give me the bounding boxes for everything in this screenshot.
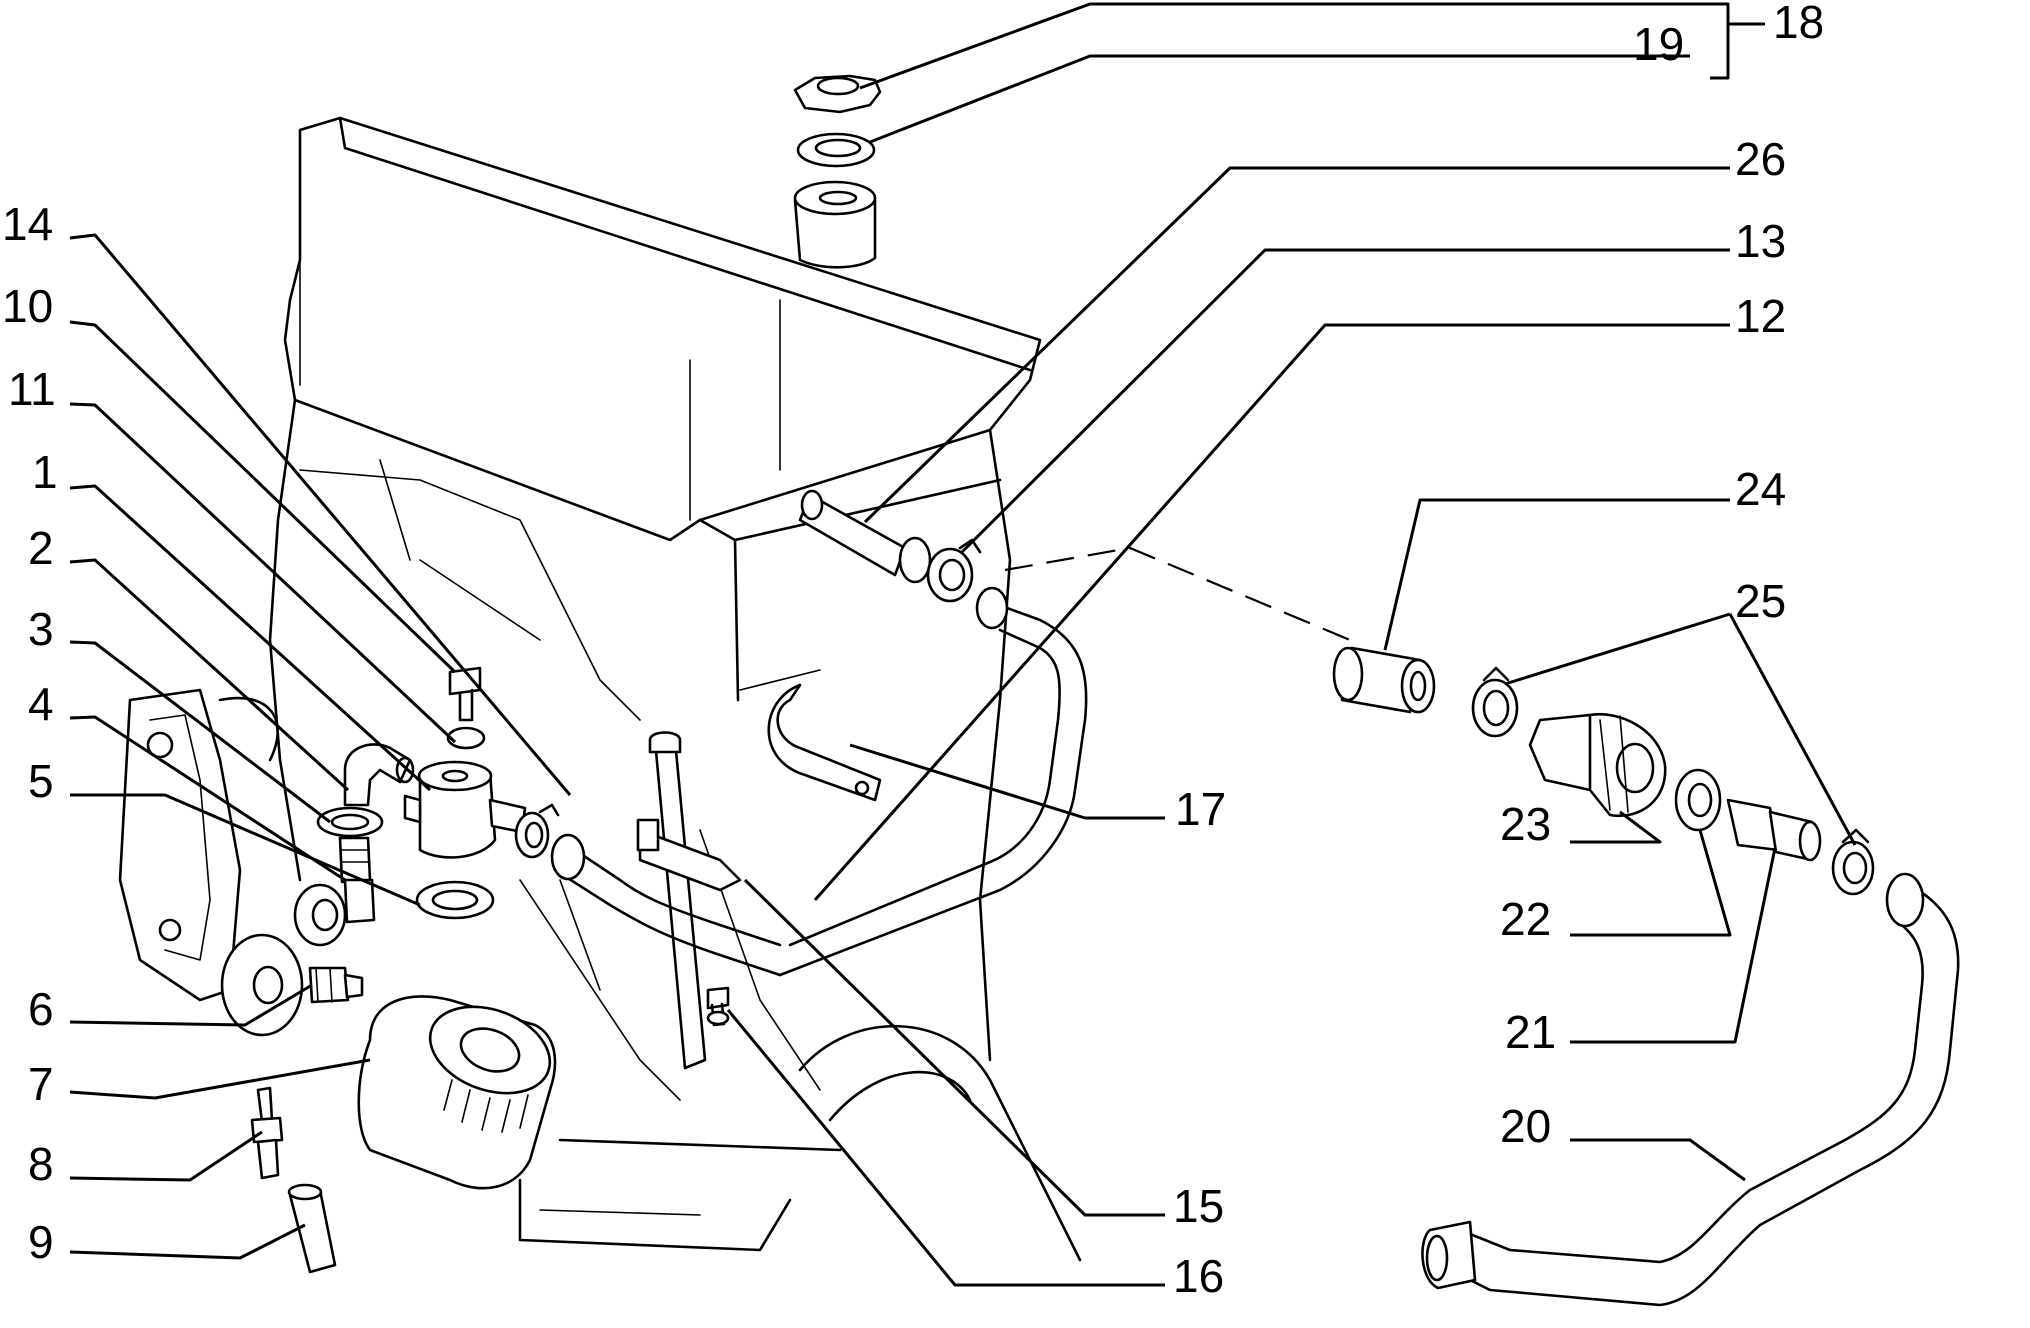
leader-9 bbox=[69, 1223, 306, 1260]
leader-11 bbox=[69, 402, 457, 744]
label-part-19: 19 bbox=[1633, 18, 1684, 70]
leader-6 bbox=[69, 983, 313, 1027]
hose-clamp-14 bbox=[514, 803, 560, 859]
union-fitting-4 bbox=[338, 836, 376, 924]
oil-filler-neck bbox=[793, 180, 877, 269]
label-part-21: 21 bbox=[1505, 1006, 1556, 1058]
label-part-17: 17 bbox=[1175, 783, 1226, 835]
elbow-fitting bbox=[343, 743, 415, 807]
label-part-2: 2 bbox=[28, 522, 54, 574]
seal-washer-22 bbox=[1674, 768, 1722, 832]
seal-ring bbox=[796, 132, 876, 168]
thermostat-housing bbox=[403, 760, 527, 859]
engine-block-outline bbox=[118, 116, 1082, 1262]
label-part-11: 11 bbox=[8, 363, 56, 415]
leader-lines bbox=[69, 2, 1857, 1287]
hose-clamp-13 bbox=[926, 538, 982, 603]
leader-22 bbox=[1570, 829, 1732, 937]
label-part-6: 6 bbox=[28, 983, 54, 1035]
label-part-18: 18 bbox=[1773, 0, 1824, 48]
leader-23 bbox=[1570, 810, 1662, 844]
leader-13 bbox=[960, 248, 1730, 554]
coolant-hose-20 bbox=[1421, 872, 1960, 1307]
oil-filter bbox=[357, 995, 557, 1190]
leader-8 bbox=[69, 1130, 263, 1182]
washer-11 bbox=[446, 726, 486, 750]
leader-21 bbox=[1570, 847, 1777, 1044]
label-part-22: 22 bbox=[1500, 893, 1551, 945]
leader-2 bbox=[69, 558, 350, 792]
hose-clamp-25b bbox=[1831, 828, 1875, 896]
union-fitting-21 bbox=[1726, 798, 1822, 862]
label-part-20: 20 bbox=[1500, 1100, 1551, 1152]
oil-pressure-sender bbox=[308, 966, 364, 1004]
label-part-4: 4 bbox=[28, 678, 54, 730]
pipe-sleeve-24 bbox=[1332, 646, 1436, 714]
label-part-12: 12 bbox=[1735, 290, 1786, 342]
label-part-7: 7 bbox=[28, 1058, 54, 1110]
leader-7 bbox=[69, 1058, 371, 1100]
part-labels: 18 19 26 13 12 24 25 17 23 22 21 20 15 1… bbox=[2, 0, 1824, 1302]
label-part-8: 8 bbox=[28, 1138, 54, 1190]
label-part-26: 26 bbox=[1735, 133, 1786, 185]
leader-1 bbox=[69, 484, 432, 792]
leader-20 bbox=[1570, 1138, 1746, 1182]
leader-25 bbox=[1504, 612, 1857, 846]
label-part-13: 13 bbox=[1735, 215, 1786, 267]
label-part-9: 9 bbox=[28, 1216, 54, 1268]
oil-filler-cap bbox=[793, 74, 882, 114]
leader-12 bbox=[813, 323, 1730, 901]
leader-16 bbox=[726, 1009, 1165, 1287]
leader-18 bbox=[859, 2, 1765, 90]
breather-hose-12 bbox=[778, 586, 1088, 977]
bolt-16 bbox=[706, 986, 730, 1027]
label-part-24: 24 bbox=[1735, 463, 1786, 515]
bolt-10 bbox=[448, 666, 482, 722]
leader-17 bbox=[849, 743, 1165, 820]
leader-5 bbox=[70, 793, 421, 907]
sensor-sleeve bbox=[287, 1183, 337, 1274]
label-part-25: 25 bbox=[1735, 575, 1786, 627]
alignment-dashed-line bbox=[1004, 546, 1351, 642]
hose-clamp-25a bbox=[1471, 666, 1519, 738]
gasket-5 bbox=[415, 880, 495, 920]
hose-bracket-17 bbox=[767, 683, 882, 802]
label-part-1: 1 bbox=[32, 446, 58, 498]
label-part-3: 3 bbox=[28, 603, 54, 655]
leader-24 bbox=[1383, 498, 1730, 651]
leader-26 bbox=[863, 166, 1730, 524]
label-part-16: 16 bbox=[1173, 1250, 1224, 1302]
breather-pipe bbox=[798, 489, 932, 584]
dipstick-bracket bbox=[636, 818, 742, 892]
label-part-23: 23 bbox=[1500, 798, 1551, 850]
leader-10 bbox=[69, 320, 457, 674]
temperature-sensor bbox=[250, 1086, 284, 1180]
leader-4 bbox=[69, 715, 346, 882]
label-part-10: 10 bbox=[2, 280, 53, 332]
leader-15 bbox=[743, 878, 1165, 1217]
label-part-15: 15 bbox=[1173, 1180, 1224, 1232]
leader-19 bbox=[869, 54, 1690, 144]
label-part-14: 14 bbox=[2, 198, 53, 250]
leader-3 bbox=[69, 640, 331, 824]
valve-body-23 bbox=[1528, 712, 1667, 818]
clamp-3 bbox=[316, 806, 384, 838]
leader-14 bbox=[69, 233, 572, 796]
coolant-hose-15 bbox=[550, 833, 782, 977]
label-part-5: 5 bbox=[28, 755, 54, 807]
